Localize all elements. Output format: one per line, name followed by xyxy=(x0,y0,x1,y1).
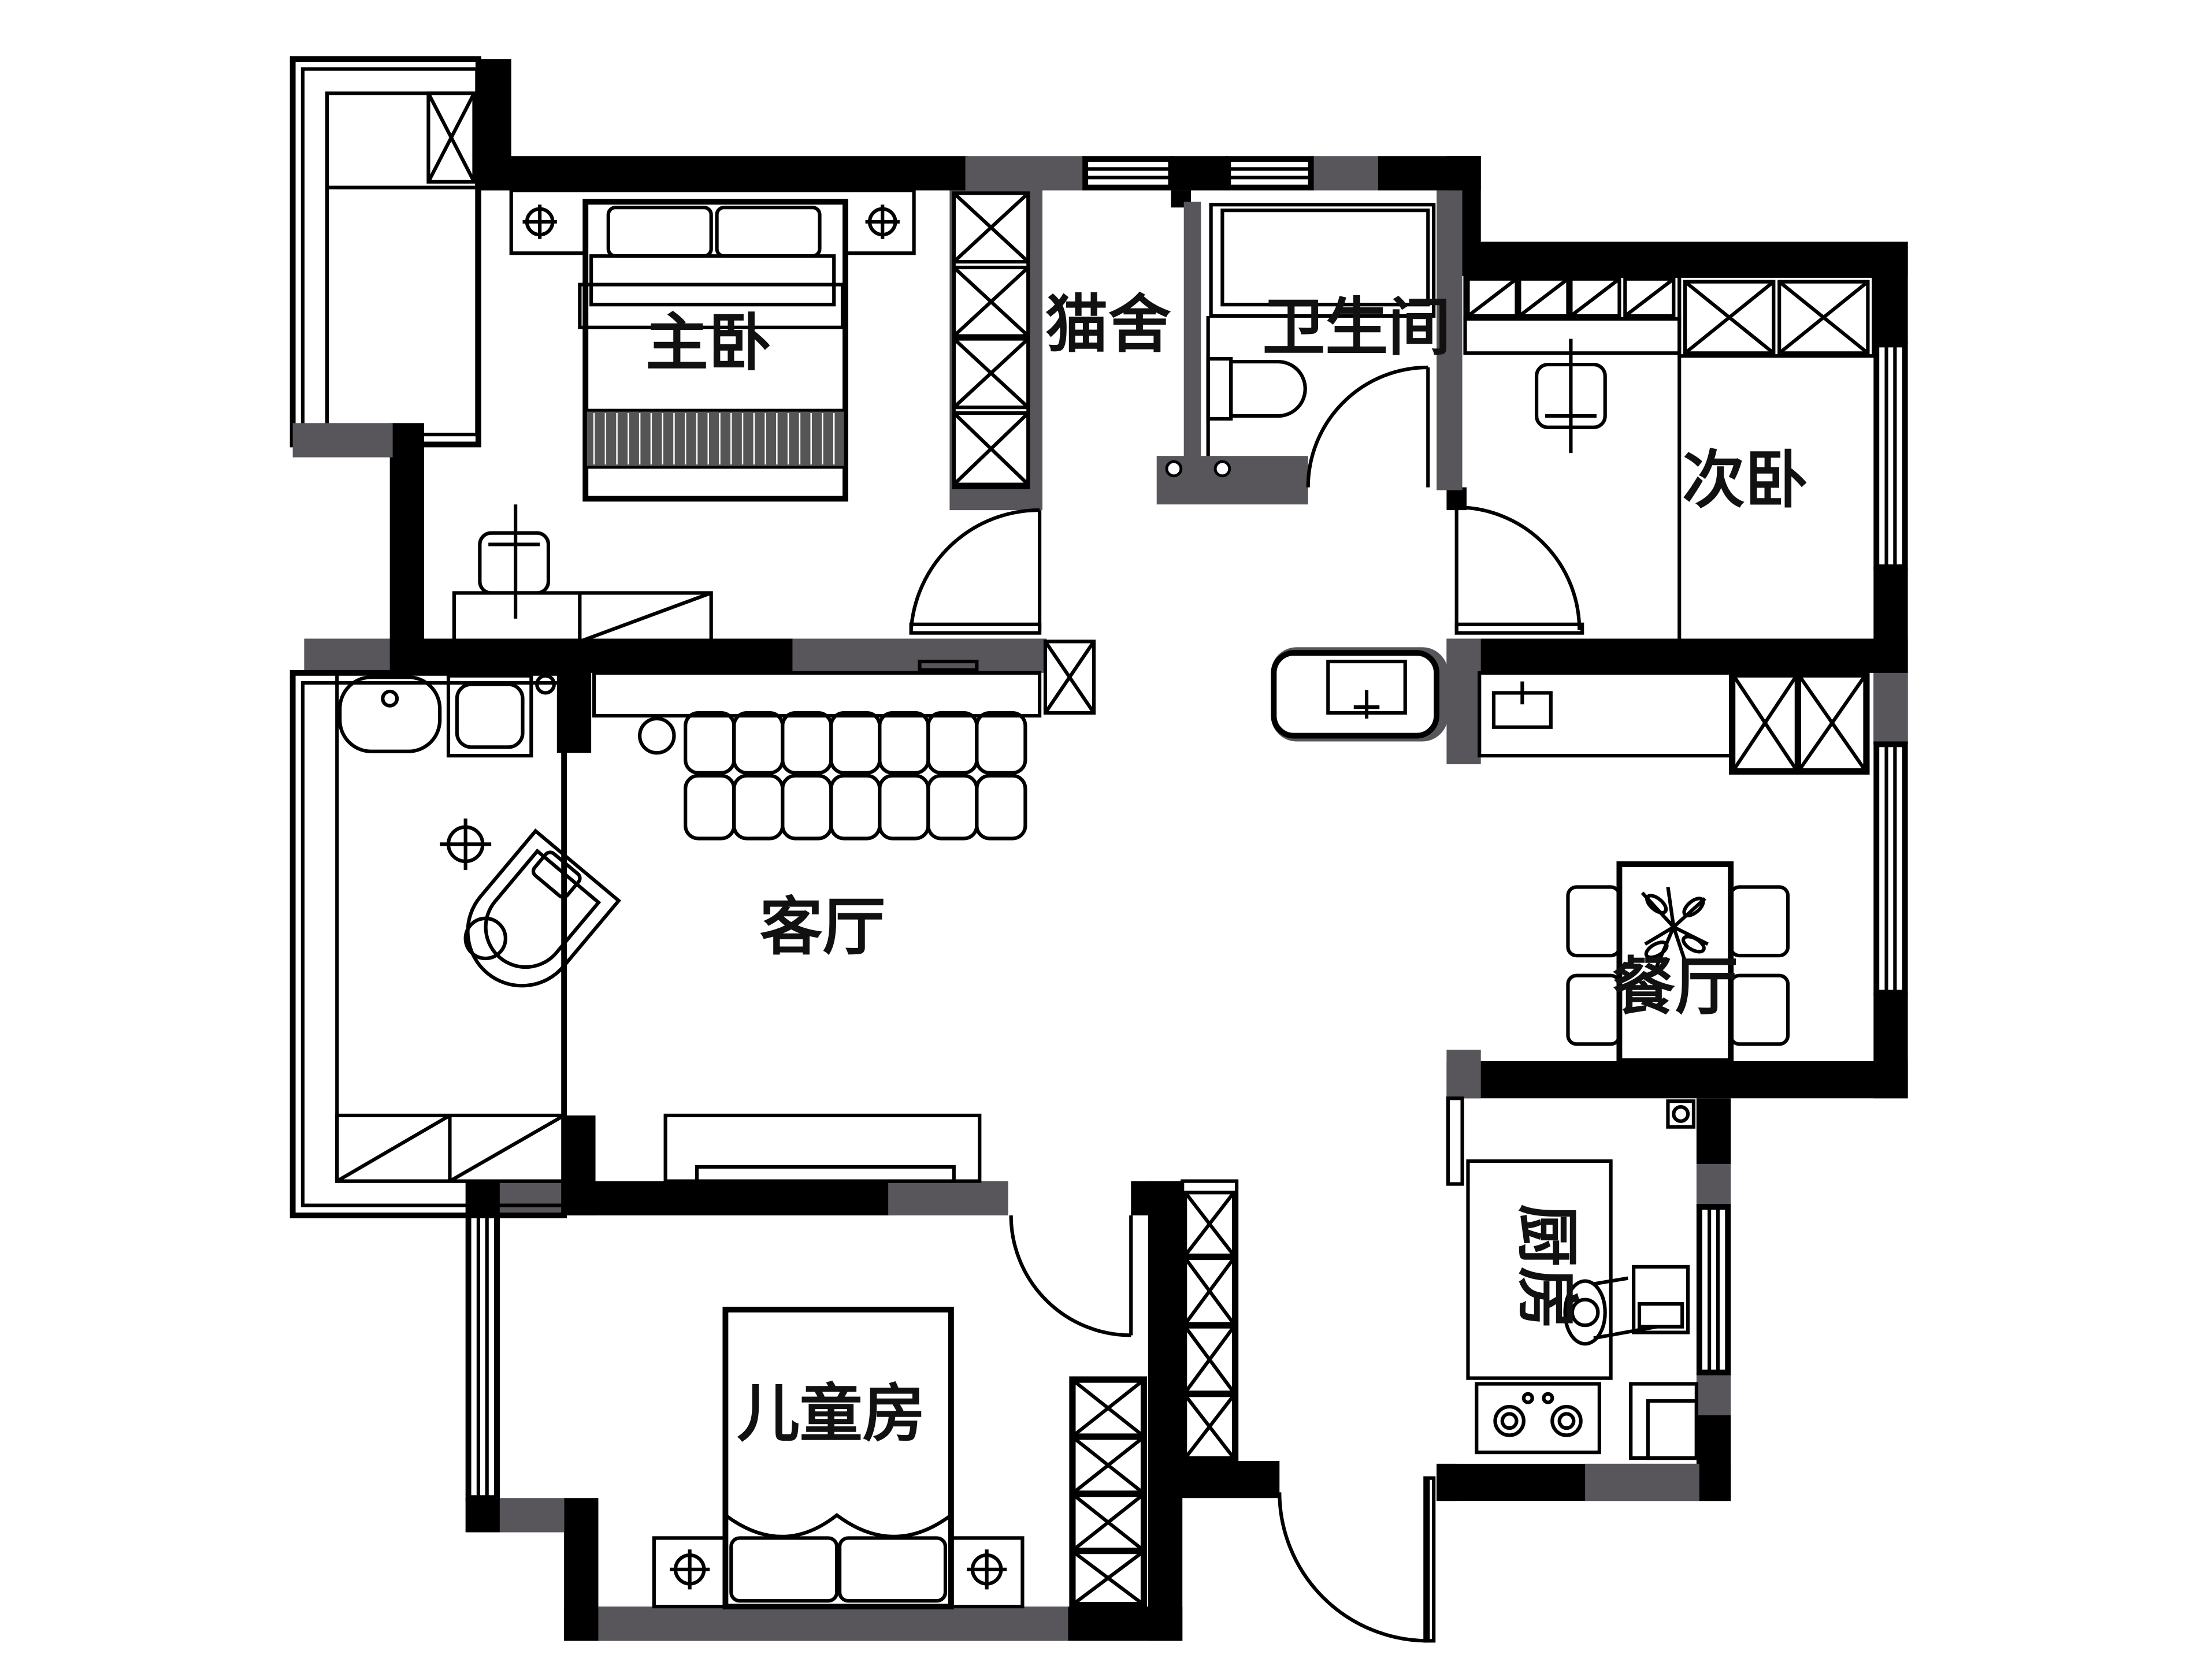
dining-room xyxy=(1478,671,1870,1064)
master-bedroom xyxy=(452,188,1042,644)
person-icon xyxy=(1563,1279,1607,1346)
kitchen xyxy=(1446,1096,1698,1460)
sofa xyxy=(684,711,1027,841)
living-balcony xyxy=(290,670,567,1218)
plant-icon xyxy=(1641,887,1709,968)
armchair xyxy=(466,828,622,988)
label-kitchen: 厨房 xyxy=(1510,1204,1583,1329)
bathroom xyxy=(1206,203,1436,488)
label-dining-room: 餐厅 xyxy=(1612,950,1738,1024)
entry-door xyxy=(1278,1476,1436,1643)
exterior-walls xyxy=(292,59,1908,1641)
label-second-bedroom: 次卧 xyxy=(1682,443,1808,516)
label-bathroom: 卫生间 xyxy=(1263,291,1451,364)
label-living-room: 客厅 xyxy=(760,890,885,964)
windows xyxy=(465,156,1908,1501)
label-master-bedroom: 主卧 xyxy=(645,306,771,380)
label-kids-room: 儿童房 xyxy=(737,1377,925,1450)
label-cat-room: 猫舍 xyxy=(1045,288,1171,361)
kids-room xyxy=(652,1179,1239,1609)
second-bedroom xyxy=(1454,274,1876,639)
living-room xyxy=(440,639,1440,1183)
master-balcony xyxy=(290,56,481,448)
